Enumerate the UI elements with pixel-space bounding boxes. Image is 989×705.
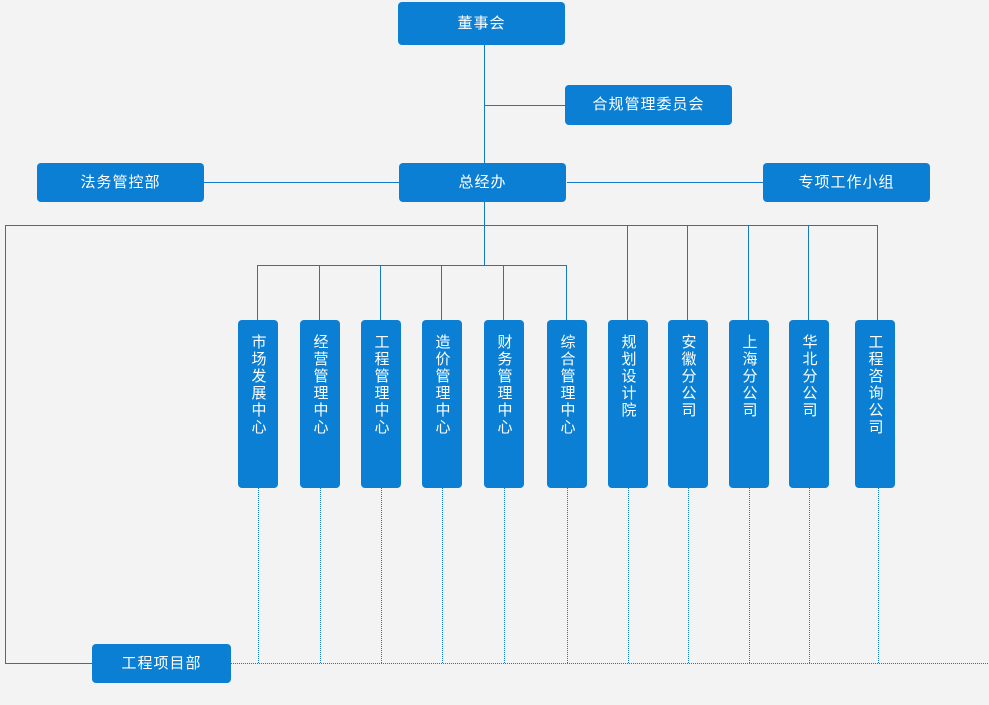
- connector-drop-engineering-consulting-company: [877, 225, 878, 321]
- node-label: 专项工作小组: [798, 173, 895, 191]
- node-label: 综合管理中心: [558, 334, 576, 436]
- connector-drop-planning-design-institute: [627, 225, 628, 321]
- node-compliance-committee[interactable]: 合规管理委员会: [565, 85, 732, 125]
- dotted-drop-cost-management-center: [442, 488, 443, 663]
- connector-board-to-compliance: [484, 105, 565, 106]
- node-label: 经营管理中心: [311, 334, 329, 436]
- dotted-drop-business-management-center: [320, 488, 321, 663]
- connector-legal-to-gm: [203, 182, 399, 183]
- node-project-department[interactable]: 工程项目部: [92, 644, 231, 683]
- connector-drop-north-china-branch: [808, 225, 809, 321]
- connector-left-rail: [5, 225, 6, 663]
- node-label: 总经办: [458, 173, 507, 191]
- dotted-drop-shanghai-branch: [749, 488, 750, 663]
- node-general-manager-office[interactable]: 总经办: [399, 163, 566, 202]
- connector-drop-general-management-center: [566, 265, 567, 321]
- node-planning-design-institute[interactable]: 规划设计院: [608, 320, 648, 488]
- node-label: 工程咨询公司: [866, 334, 884, 436]
- node-general-management-center[interactable]: 综合管理中心: [547, 320, 587, 488]
- node-business-management-center[interactable]: 经营管理中心: [300, 320, 340, 488]
- dotted-drop-north-china-branch: [809, 488, 810, 663]
- dotted-drop-planning-design-institute: [628, 488, 629, 663]
- node-label: 规划设计院: [619, 334, 637, 419]
- node-label: 工程管理中心: [372, 334, 390, 436]
- node-special-task-group[interactable]: 专项工作小组: [763, 163, 930, 202]
- node-label: 市场发展中心: [249, 334, 267, 436]
- node-cost-management-center[interactable]: 造价管理中心: [422, 320, 462, 488]
- node-label: 工程项目部: [121, 654, 202, 672]
- node-market-development-center[interactable]: 市场发展中心: [238, 320, 278, 488]
- connector-drop-business-management-center: [319, 265, 320, 321]
- connector-drop-engineering-management-center: [380, 265, 381, 321]
- node-shanghai-branch[interactable]: 上海分公司: [729, 320, 769, 488]
- connector-gm-drop: [484, 202, 485, 226]
- dotted-drop-market-development-center: [258, 488, 259, 663]
- node-label: 上海分公司: [740, 334, 758, 419]
- connector-main-bus: [5, 225, 878, 226]
- dotted-drop-engineering-management-center: [381, 488, 382, 663]
- node-finance-management-center[interactable]: 财务管理中心: [484, 320, 524, 488]
- dotted-drop-anhui-branch: [688, 488, 689, 663]
- node-north-china-branch[interactable]: 华北分公司: [789, 320, 829, 488]
- dotted-drop-finance-management-center: [504, 488, 505, 663]
- connector-secondary-bus: [257, 265, 567, 266]
- node-label: 董事会: [457, 14, 506, 32]
- connector-drop-shanghai-branch: [748, 225, 749, 321]
- connector-secondary-bus-drop: [484, 225, 485, 266]
- dotted-drop-engineering-consulting-company: [878, 488, 879, 663]
- connector-left-rail-to-project-dept: [5, 663, 92, 664]
- node-engineering-consulting-company[interactable]: 工程咨询公司: [855, 320, 895, 488]
- node-anhui-branch[interactable]: 安徽分公司: [668, 320, 708, 488]
- node-label: 华北分公司: [800, 334, 818, 419]
- node-legal-control-department[interactable]: 法务管控部: [37, 163, 204, 202]
- node-board-of-directors[interactable]: 董事会: [398, 2, 565, 45]
- connector-gm-to-task-group: [567, 182, 765, 183]
- node-label: 造价管理中心: [433, 334, 451, 436]
- connector-drop-anhui-branch: [687, 225, 688, 321]
- node-label: 合规管理委员会: [592, 96, 705, 114]
- connector-drop-market-development-center: [257, 265, 258, 321]
- node-label: 财务管理中心: [495, 334, 513, 436]
- dotted-connector-project-bus: [230, 663, 989, 664]
- connector-drop-cost-management-center: [441, 265, 442, 321]
- node-label: 安徽分公司: [679, 334, 697, 419]
- node-label: 法务管控部: [80, 173, 161, 191]
- node-engineering-management-center[interactable]: 工程管理中心: [361, 320, 401, 488]
- connector-drop-finance-management-center: [503, 265, 504, 321]
- dotted-drop-general-management-center: [567, 488, 568, 663]
